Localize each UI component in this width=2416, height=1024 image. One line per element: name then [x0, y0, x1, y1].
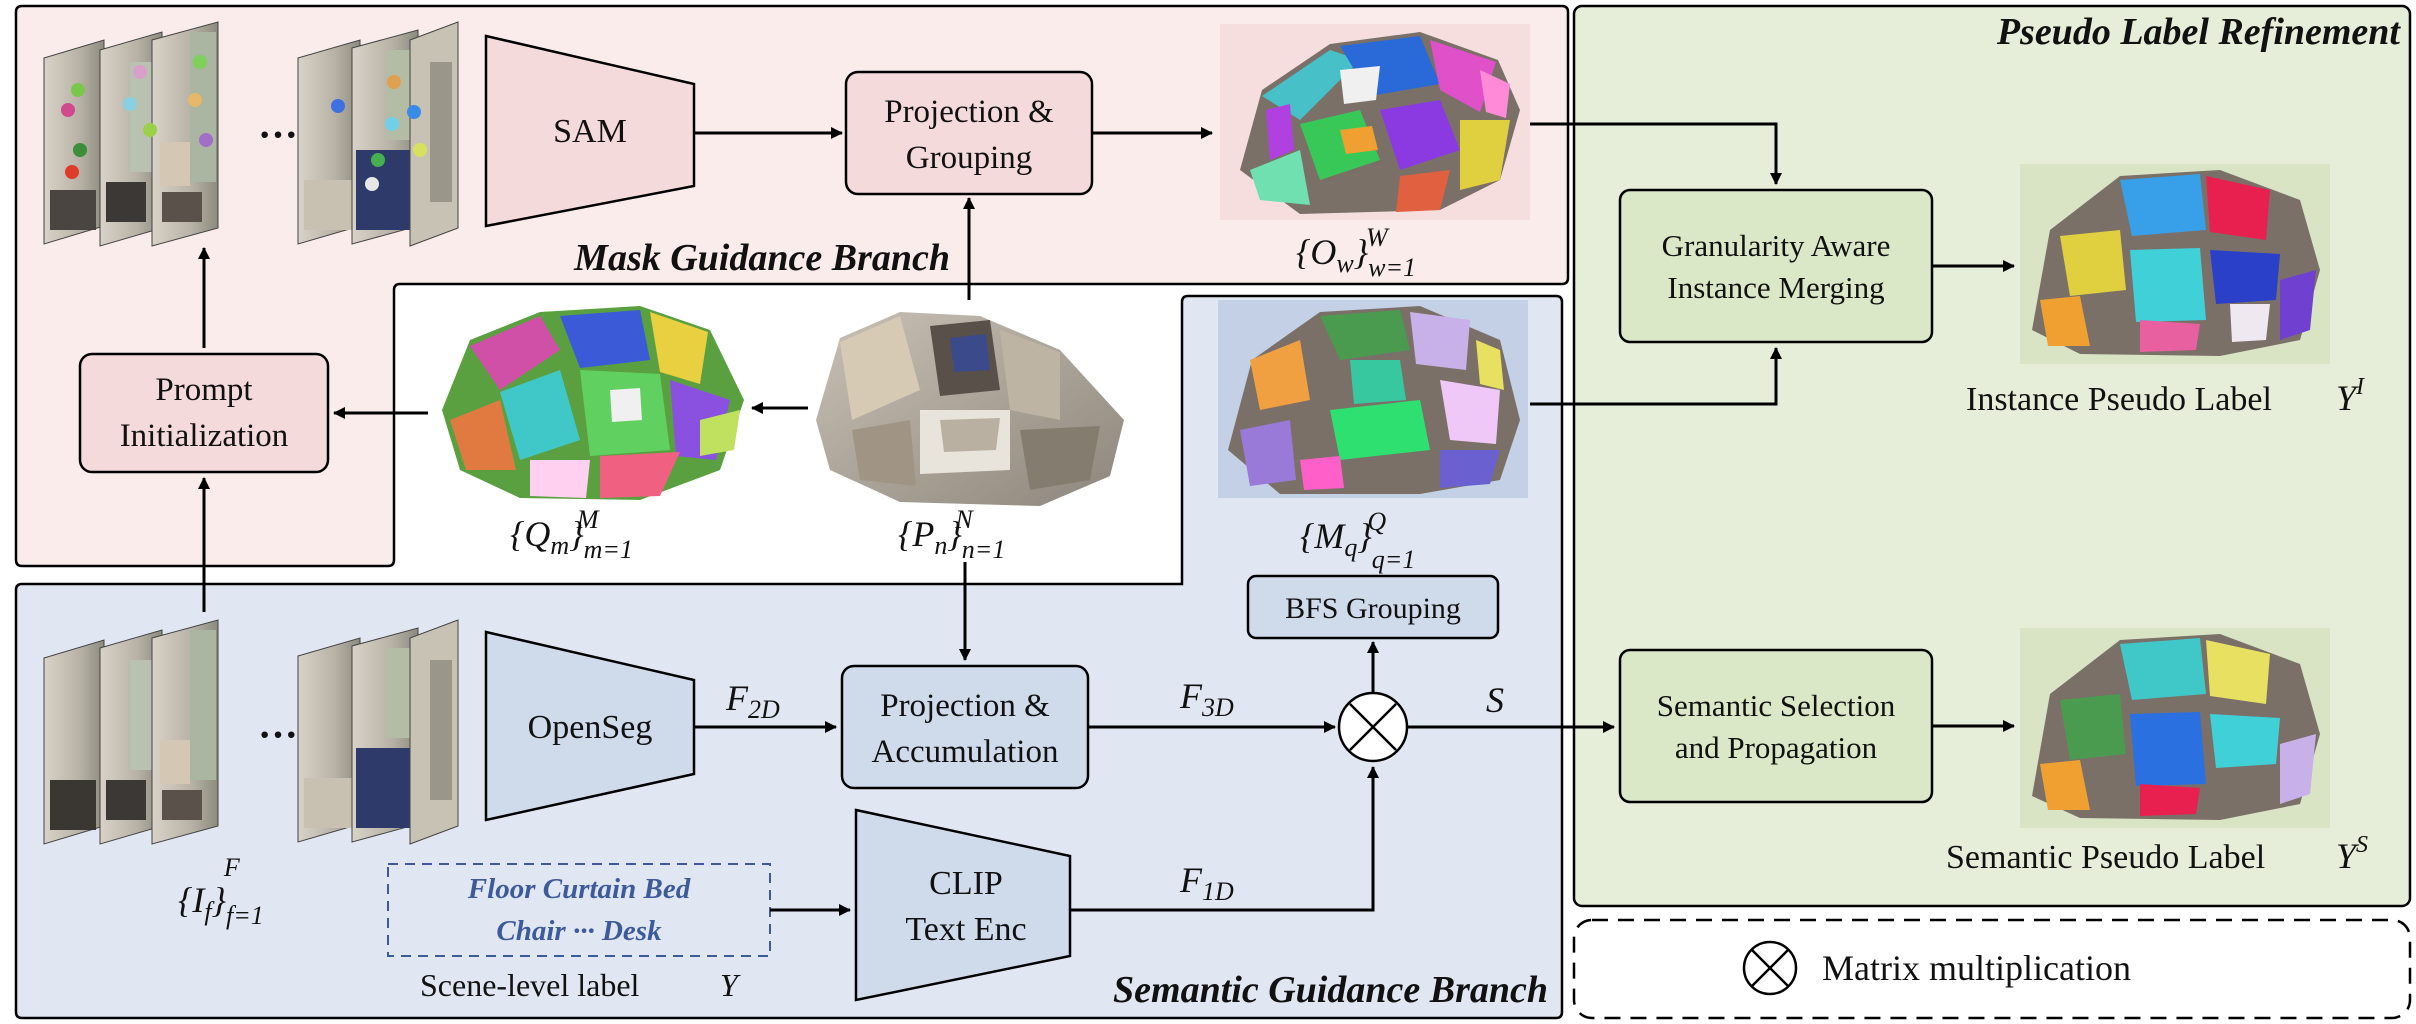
- Q-notation: {Qm}m=1M: [510, 505, 633, 564]
- bfs-grouping-label: BFS Grouping: [1285, 592, 1461, 625]
- P-notation: {Pn}n=1N: [898, 505, 1005, 564]
- granularity-line2: Instance Merging: [1667, 270, 1884, 305]
- bfs-grouping-box[interactable]: [1246, 574, 1500, 640]
- F2D-label: F2D: [725, 678, 780, 724]
- scene-label-line1: Floor Curtain Bed: [467, 873, 691, 905]
- semantic-pseudo-label-caption: Semantic Pseudo Label: [1946, 839, 2265, 876]
- image-stack-top-left: [43, 21, 219, 247]
- ellipsis-bottom: ···: [258, 712, 298, 757]
- instance-pseudo-label-caption: Instance Pseudo Label: [1966, 381, 2272, 418]
- semantic-selection-box[interactable]: [1618, 648, 1934, 804]
- sam-encoder[interactable]: [484, 34, 696, 228]
- semantic-selection-line1: Semantic Selection: [1657, 688, 1896, 723]
- legend-text: Matrix multiplication: [1822, 948, 2131, 988]
- clip-label-line1: CLIP: [929, 865, 1003, 902]
- sam-label: SAM: [553, 113, 627, 150]
- mask-branch-title: Mask Guidance Branch: [573, 237, 950, 279]
- instance-masks-O-cloud: [1220, 24, 1530, 220]
- superpoints-Q-cloud: [442, 306, 744, 500]
- image-stack-top-right: [297, 21, 459, 247]
- projection-accumulation-line1: Projection &: [880, 688, 1050, 724]
- projection-grouping-line1: Projection &: [884, 94, 1054, 130]
- openseg-label: OpenSeg: [528, 709, 653, 746]
- ellipsis-top: ···: [258, 112, 298, 157]
- semantic-branch-title: Semantic Guidance Branch: [1113, 969, 1548, 1011]
- semantic-pseudo-label-cloud: [2020, 628, 2330, 828]
- semantic-selection-line2: and Propagation: [1675, 730, 1878, 765]
- image-stack-bottom-left: [43, 619, 219, 845]
- projection-grouping-line2: Grouping: [906, 140, 1033, 176]
- prompt-init-line1: Prompt: [155, 372, 252, 408]
- openseg-encoder[interactable]: [484, 630, 696, 822]
- S-label: S: [1486, 680, 1504, 720]
- prompt-init-line2: Initialization: [120, 418, 289, 454]
- clusters-M-cloud: [1218, 300, 1528, 498]
- semantic-branch-panel: [14, 294, 1564, 1020]
- granularity-line1: Granularity Aware: [1662, 228, 1891, 263]
- scene-label-caption: Scene-level label: [420, 967, 640, 1003]
- clip-label-line2: Text Enc: [905, 911, 1026, 948]
- matmul-operator: [1337, 691, 1409, 763]
- legend-matmul-icon: [1742, 940, 1798, 996]
- instance-pseudo-label-cloud: [2020, 164, 2330, 364]
- clip-text-encoder[interactable]: [854, 808, 1072, 1002]
- scene-label-symbol: Y: [720, 967, 741, 1003]
- image-stack-bottom-right: [297, 619, 459, 845]
- prompt-initialization-box[interactable]: [78, 352, 330, 474]
- refine-branch-title: Pseudo Label Refinement: [1996, 11, 2402, 53]
- point-cloud-P: [816, 312, 1124, 506]
- granularity-merging-box[interactable]: [1618, 188, 1934, 344]
- arrows: [198, 122, 2015, 916]
- scene-label-line2: Chair ··· Desk: [496, 915, 662, 947]
- projection-accumulation-line2: Accumulation: [872, 734, 1059, 770]
